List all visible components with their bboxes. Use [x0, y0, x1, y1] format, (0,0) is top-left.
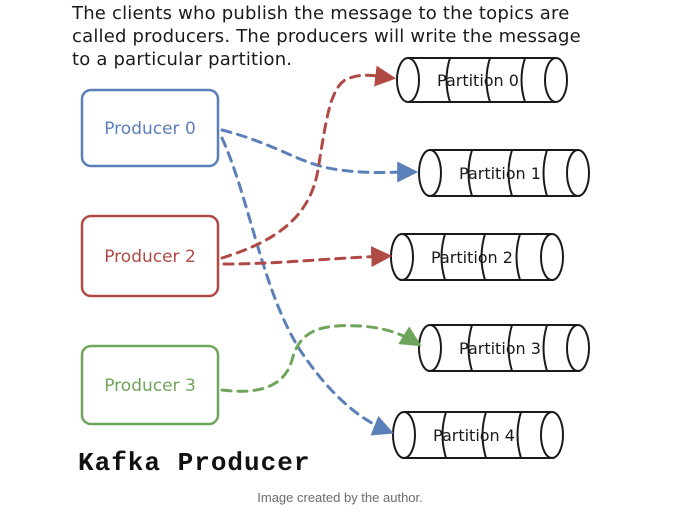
partition-cylinder-1: Partition 1: [418, 149, 590, 197]
producer-box-0: Producer 0: [80, 88, 220, 168]
diagram-title: Kafka Producer: [78, 448, 311, 478]
producer-box-3: Producer 3: [80, 344, 220, 426]
partition-1-label: Partition 1: [459, 164, 541, 183]
arrow-producer3-partition3: [220, 324, 422, 393]
intro-line-3: to a particular partition.: [72, 49, 293, 70]
partition-3-label: Partition 3: [459, 339, 541, 358]
image-caption: Image created by the author.: [257, 490, 423, 505]
arrow-producer0-partition1: [220, 128, 419, 183]
producer-box-2: Producer 2: [80, 214, 220, 298]
partition-cylinder-0: Partition 0: [396, 57, 568, 103]
partition-0-label: Partition 0: [437, 71, 519, 90]
producer-0-label: Producer 0: [104, 119, 196, 139]
partition-cylinder-3: Partition 3: [418, 324, 590, 372]
intro-text: The clients who publish the message to t…: [72, 2, 632, 71]
partition-2-label: Partition 2: [431, 248, 513, 267]
partition-cylinder-2: Partition 2: [390, 233, 564, 281]
intro-line-1: The clients who publish the message to t…: [72, 3, 570, 24]
arrow-producer2-partition2: [222, 246, 393, 268]
arrow-producer0-partition4: [220, 136, 394, 436]
partition-4-label: Partition 4: [433, 426, 515, 445]
producer-2-label: Producer 2: [104, 247, 196, 267]
producer-3-label: Producer 3: [104, 376, 196, 396]
intro-line-2: called producers. The producers will wri…: [72, 26, 581, 47]
partition-cylinder-4: Partition 4: [392, 411, 564, 459]
arrow-producer2-partition0: [220, 65, 397, 260]
